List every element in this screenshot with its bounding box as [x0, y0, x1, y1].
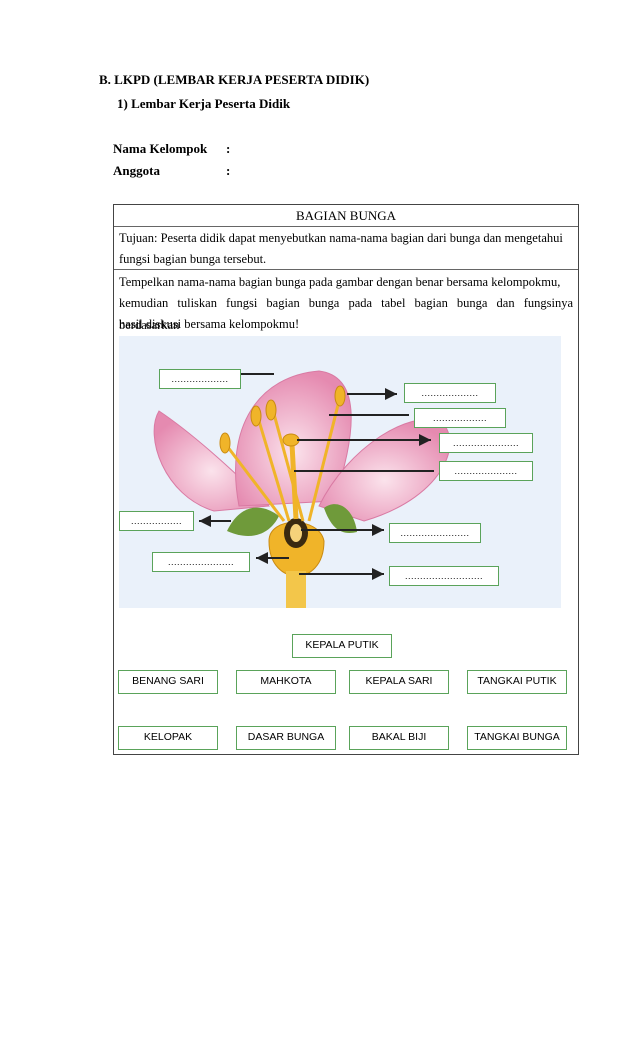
goal-line-1: Tujuan: Peserta didik dapat menyebutkan … [119, 231, 563, 245]
style [289, 443, 299, 520]
right-sepal [324, 504, 357, 533]
left-sepal [227, 507, 279, 536]
word-card-tangkai-bunga[interactable]: TANGKAI BUNGA [467, 726, 567, 750]
word-card-tangkai-putik[interactable]: TANGKAI PUTIK [467, 670, 567, 694]
flower-diagram: ................... ................... … [119, 336, 561, 608]
anther [219, 432, 231, 454]
instruction-line-2: kemudian tuliskan fungsi bagian bunga pa… [119, 296, 573, 332]
group-name-label: Nama Kelompok [113, 141, 208, 156]
instruction-line-3: hasil diskusi bersama kelompokmu! [119, 317, 300, 331]
label-blank[interactable]: ................... [159, 369, 241, 389]
word-card-kepala-sari[interactable]: KEPALA SARI [349, 670, 449, 694]
goal-line-2: fungsi bagian bunga tersebut. [119, 252, 267, 266]
group-name-colon: : [226, 141, 231, 156]
label-blank[interactable]: ................... [404, 383, 496, 403]
members-label: Anggota [113, 163, 160, 178]
label-blank[interactable]: .................. [414, 408, 506, 428]
section-heading: B. LKPD (LEMBAR KERJA PESERTA DIDIK) [99, 72, 370, 87]
worksheet-title: BAGIAN BUNGA [114, 205, 578, 227]
word-card-kelopak[interactable]: KELOPAK [118, 726, 218, 750]
word-card-kepala-putik[interactable]: KEPALA PUTIK [292, 634, 392, 658]
subsection-heading: 1) Lembar Kerja Peserta Didik [117, 96, 291, 111]
label-blank[interactable]: ...................... [439, 433, 533, 453]
goal-cell: Tujuan: Peserta didik dapat menyebutkan … [114, 227, 578, 270]
label-blank[interactable]: ..................... [439, 461, 533, 481]
word-card-benang-sari[interactable]: BENANG SARI [118, 670, 218, 694]
word-card-dasar-bunga[interactable]: DASAR BUNGA [236, 726, 336, 750]
label-blank[interactable]: .......................... [389, 566, 499, 586]
flower-illustration [153, 370, 451, 608]
word-card-mahkota[interactable]: MAHKOTA [236, 670, 336, 694]
flower-stalk [286, 571, 306, 608]
worksheet-table: BAGIAN BUNGA Tujuan: Peserta didik dapat… [113, 204, 579, 755]
instruction-line-1: Tempelkan nama-nama bagian bunga pada ga… [119, 275, 561, 289]
word-card-bakal-biji[interactable]: BAKAL BIJI [349, 726, 449, 750]
stigma [282, 433, 300, 447]
label-blank[interactable]: ................. [119, 511, 194, 531]
members-colon: : [226, 163, 231, 178]
label-blank[interactable]: ....................... [389, 523, 481, 543]
label-blank[interactable]: ...................... [152, 552, 250, 572]
